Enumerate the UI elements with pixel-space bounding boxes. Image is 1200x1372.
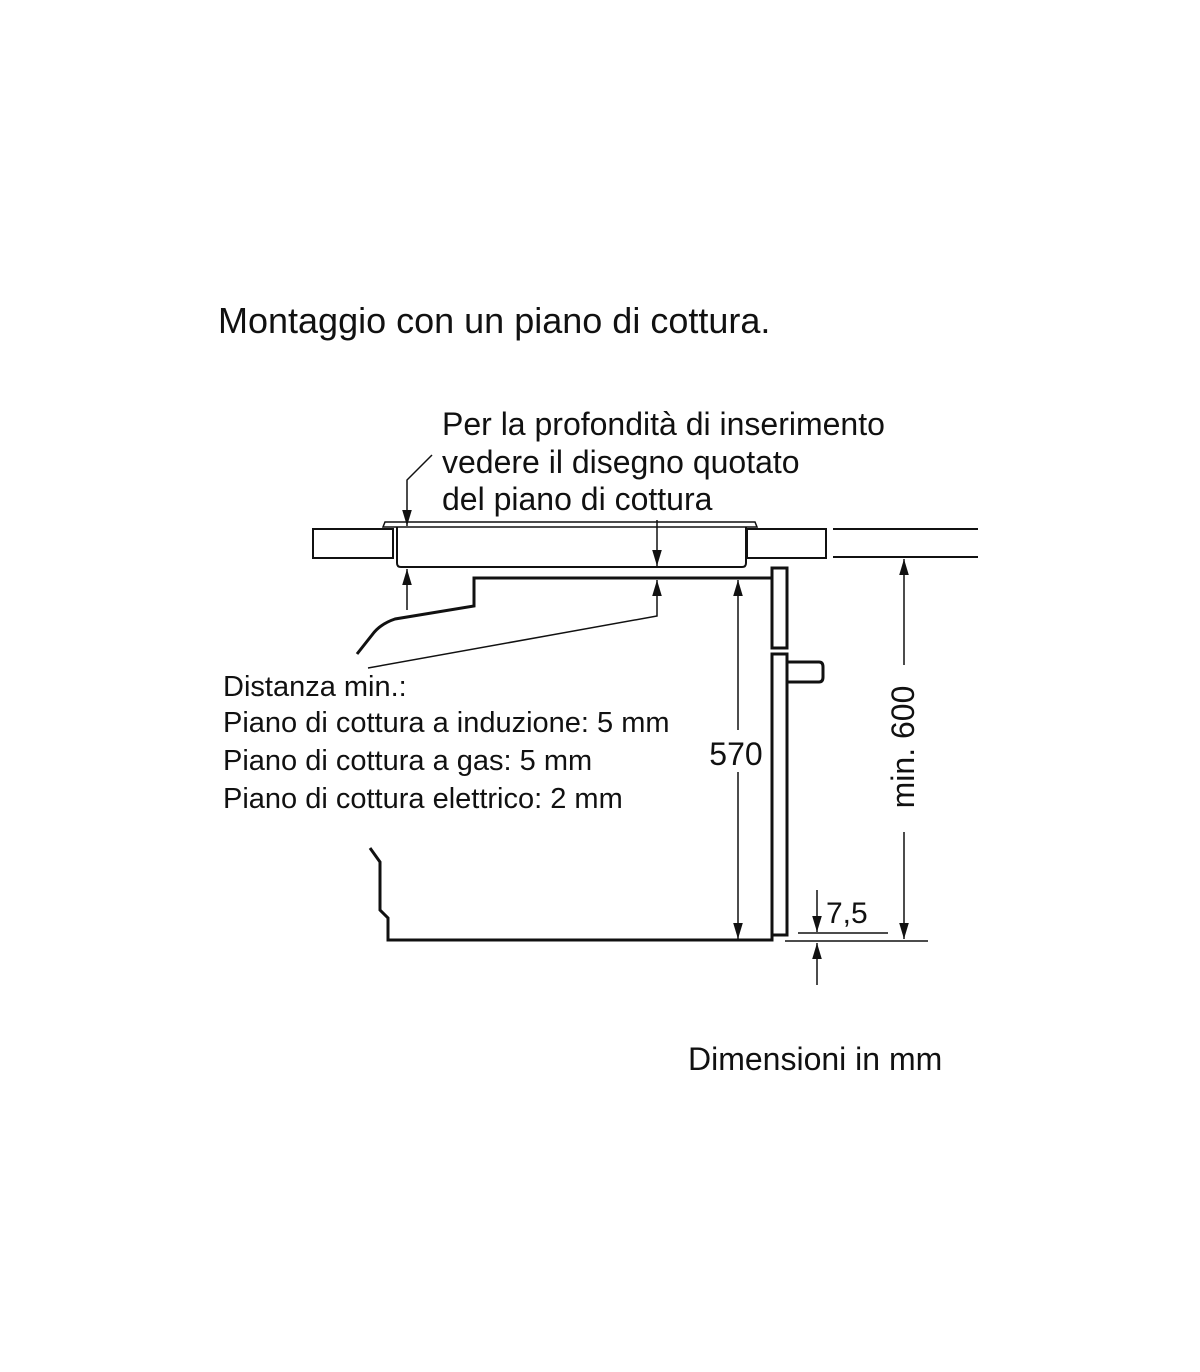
- distance-note-line: Distanza min.:: [223, 671, 407, 703]
- distance-note-line: Piano di cottura a induzione: 5 mm: [223, 707, 670, 739]
- oven-door: [770, 652, 789, 937]
- hob-note-line: vedere il disegno quotato: [442, 444, 800, 480]
- distance-note-line: Piano di cottura elettrico: 2 mm: [223, 783, 623, 815]
- oven-knob: [787, 660, 825, 684]
- units-note: Dimensioni in mm: [688, 1041, 942, 1077]
- hob-note-line: Per la profondità di inserimento: [442, 406, 885, 442]
- oven-door-top: [770, 566, 789, 650]
- distance-note: Distanza min.: Piano di cottura a induzi…: [223, 671, 670, 815]
- dimension-min600-label: min. 600: [885, 686, 921, 809]
- dimension-bottom-offset: 7,5: [785, 890, 928, 985]
- hob-note: Per la profondità di inserimento vedere …: [442, 406, 885, 517]
- dimension-niche-height: min. 600: [885, 559, 921, 939]
- dimension-570-label: 570: [709, 736, 762, 772]
- dimension-7-5-label: 7,5: [826, 897, 868, 930]
- diagram-title: Montaggio con un piano di cottura.: [218, 300, 770, 341]
- oven: [355, 566, 825, 942]
- hob-depth-arrows: [367, 454, 662, 669]
- hob: [381, 521, 759, 568]
- hob-note-line: del piano di cottura: [442, 481, 713, 517]
- dimension-oven-height: 570: [709, 580, 763, 939]
- countertop: [312, 528, 978, 559]
- distance-note-line: Piano di cottura a gas: 5 mm: [223, 745, 592, 777]
